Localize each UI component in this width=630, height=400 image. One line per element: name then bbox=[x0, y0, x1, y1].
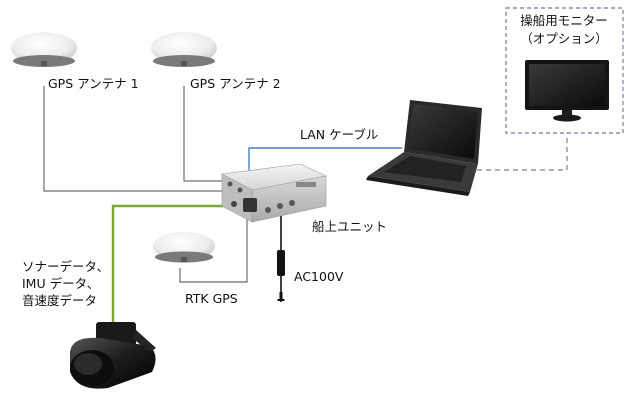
laptop-icon bbox=[366, 100, 482, 196]
onboard-unit-label: 船上ユニット bbox=[312, 219, 388, 234]
monitor-option-label: 操船用モニター （オプション） bbox=[508, 12, 620, 47]
monitor-dashed-cable bbox=[468, 133, 568, 171]
sensor-data-label: ソナーデータ、 IMU データ、 音速度データ bbox=[22, 259, 109, 310]
gps-antenna-1-label: GPS アンテナ 1 bbox=[48, 76, 139, 91]
sensor-data-line: IMU データ、 bbox=[22, 275, 100, 291]
onboard-unit-icon bbox=[221, 163, 327, 223]
sensor-data-line: ソナーデータ、 bbox=[22, 259, 110, 274]
gps-antenna-1-icon bbox=[11, 32, 77, 67]
monitor-title-line: 操船用モニター bbox=[520, 13, 608, 28]
monitor-title-line: （オプション） bbox=[520, 30, 608, 46]
ac-power-label: AC100V bbox=[294, 269, 344, 284]
lan-cable-label: LAN ケーブル bbox=[300, 127, 379, 142]
gps1-cable bbox=[43, 86, 233, 192]
sensor-data-line: 音速度データ bbox=[22, 292, 98, 308]
gps2-cable bbox=[183, 86, 237, 182]
monitor-icon bbox=[525, 60, 609, 122]
option-monitor-box bbox=[505, 7, 624, 134]
sonar-device-icon bbox=[70, 322, 156, 389]
rtk-gps-antenna-icon bbox=[153, 232, 215, 263]
sensor-cable bbox=[111, 204, 240, 330]
power-cable bbox=[277, 214, 285, 302]
rtk-gps-cable bbox=[179, 209, 248, 283]
gps-antenna-2-label: GPS アンテナ 2 bbox=[190, 76, 281, 91]
gps-antenna-2-icon bbox=[151, 32, 217, 67]
rtk-gps-label: RTK GPS bbox=[185, 291, 238, 306]
